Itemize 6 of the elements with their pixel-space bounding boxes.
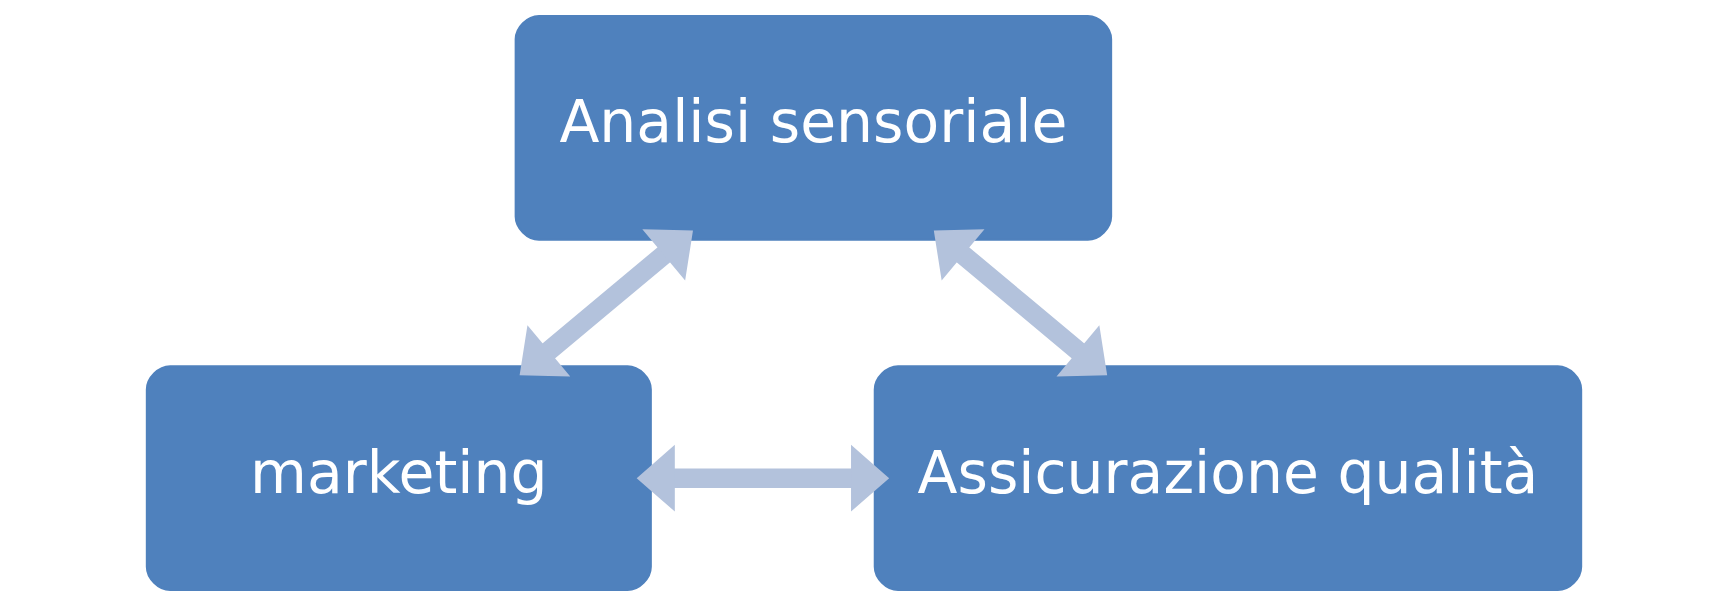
node-box: marketing [145,365,652,592]
node-box: Assicurazione qualità [873,365,1582,592]
node-box: Analisi sensoriale [514,14,1112,241]
arrow [519,229,693,377]
arrow [636,444,889,512]
arrow [933,229,1107,377]
